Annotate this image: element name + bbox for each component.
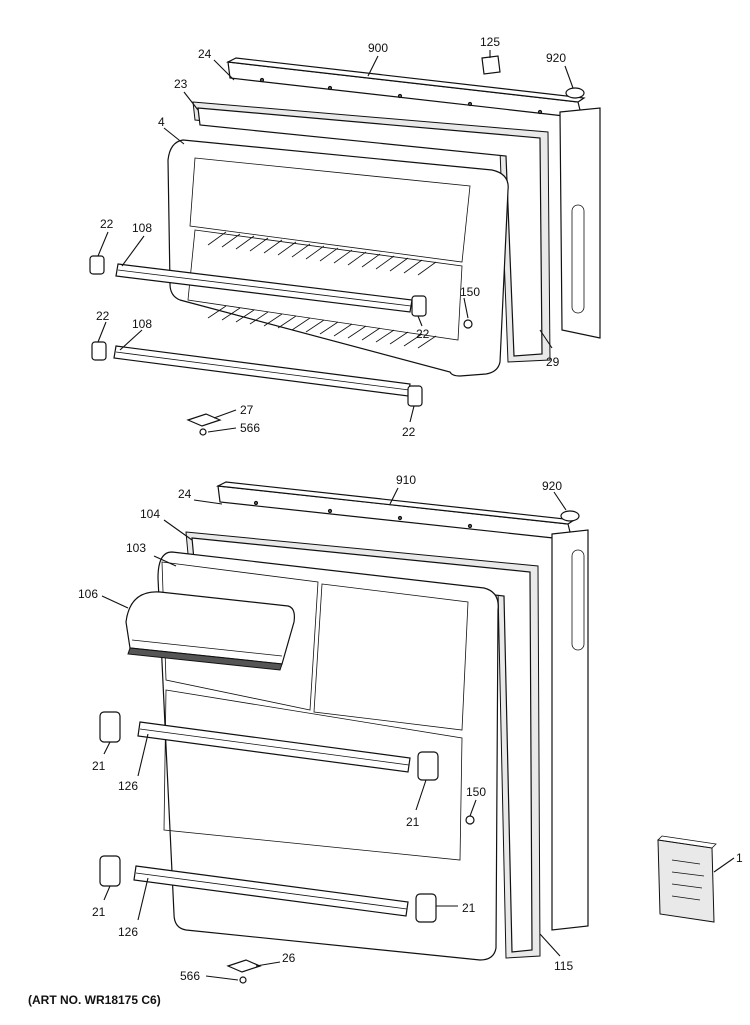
label-22-d: 22	[402, 425, 416, 439]
shelf-bar-126-lower	[133, 865, 409, 917]
leader-lines	[97, 50, 735, 981]
screw-150-lower	[465, 815, 475, 825]
label-126-upper: 126	[118, 779, 138, 793]
outer-door-panel-910	[215, 481, 589, 931]
label-108-upper: 108	[132, 221, 152, 235]
label-103: 103	[126, 541, 146, 555]
label-108-lower: 108	[132, 317, 152, 331]
label-21-d: 21	[462, 901, 476, 915]
door-gasket-23	[192, 101, 551, 363]
hinge-26	[226, 959, 262, 973]
label-24-upper: 24	[198, 47, 212, 61]
plug-920-lower	[560, 510, 580, 522]
instruction-booklet-1	[657, 835, 717, 923]
label-150-lower: 150	[466, 785, 486, 799]
plug-920-upper	[565, 87, 585, 99]
label-21-c: 21	[92, 905, 106, 919]
label-22-a: 22	[100, 217, 114, 231]
label-26: 26	[282, 951, 296, 965]
label-29: 29	[546, 355, 560, 369]
label-115: 115	[554, 959, 573, 973]
outer-door-panel-900	[225, 57, 601, 339]
callout-labels: 900 125 920 24 23 4 22 108 150 22 22 108…	[28, 35, 743, 1007]
freezer-door-assembly	[89, 55, 601, 436]
label-125: 125	[480, 35, 500, 49]
label-126-lower: 126	[118, 925, 138, 939]
end-cap-22	[89, 255, 427, 407]
part-125	[481, 55, 501, 75]
shelf-bar-108-lower	[113, 345, 411, 397]
label-910: 910	[396, 473, 416, 487]
screw-150-upper	[463, 319, 473, 329]
label-21-b: 21	[406, 815, 420, 829]
label-23: 23	[174, 77, 188, 91]
label-920-upper: 920	[546, 51, 566, 65]
label-1: 1	[736, 851, 743, 865]
art-number: (ART NO. WR18175 C6)	[28, 993, 161, 1007]
label-4: 4	[158, 115, 165, 129]
fresh-food-door-assembly	[99, 481, 589, 984]
label-106: 106	[78, 587, 98, 601]
screw-566-upper	[199, 428, 207, 436]
label-22-c: 22	[96, 309, 110, 323]
label-920-lower: 920	[542, 479, 562, 493]
label-27: 27	[240, 403, 254, 417]
label-24-lower: 24	[178, 487, 192, 501]
label-104: 104	[140, 507, 160, 521]
label-22-b: 22	[416, 327, 430, 341]
label-566-lower: 566	[180, 969, 200, 983]
shelf-bar-108-upper	[115, 263, 413, 313]
label-21-a: 21	[92, 759, 106, 773]
inner-door-liner-4	[167, 139, 509, 377]
shelf-bar-126-upper	[137, 721, 411, 773]
screw-566-lower	[239, 976, 247, 984]
dairy-door-106	[125, 591, 295, 671]
label-566-upper: 566	[240, 421, 260, 435]
hinge-27	[186, 413, 222, 427]
label-150-upper: 150	[460, 285, 480, 299]
label-900: 900	[368, 41, 388, 55]
